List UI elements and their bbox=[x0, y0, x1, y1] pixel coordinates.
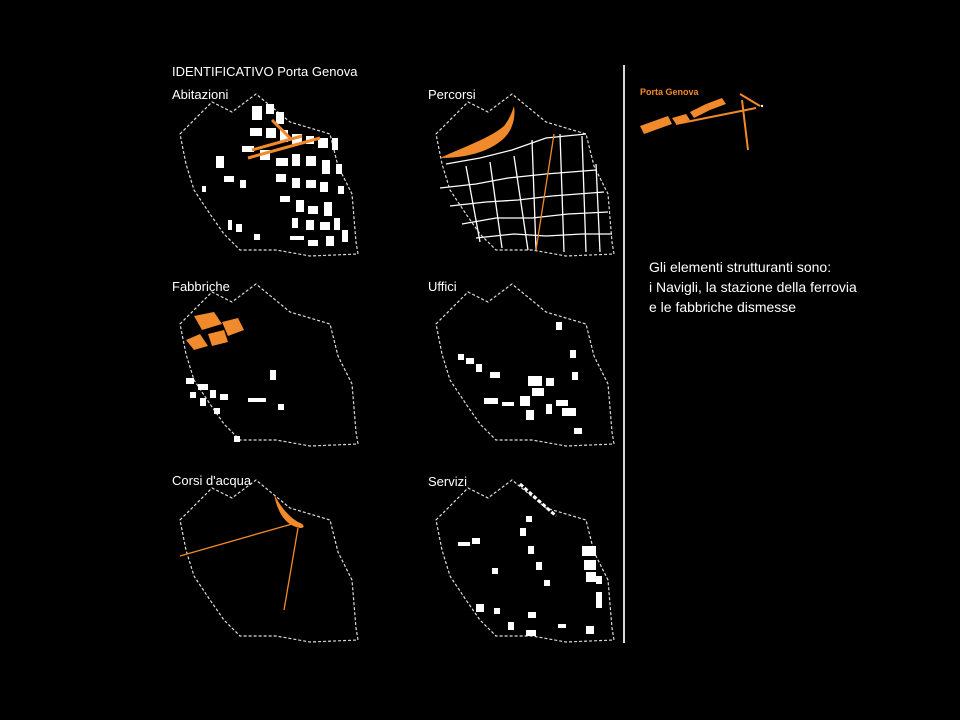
panel-label-abitazioni: Abitazioni bbox=[172, 87, 229, 102]
panel-label-uffici: Uffici bbox=[428, 279, 457, 294]
naviglio-shape bbox=[274, 494, 304, 528]
description-text: Gli elementi strutturanti sono: i Navigl… bbox=[649, 257, 949, 317]
factory-highlight bbox=[186, 312, 244, 350]
map-uffici bbox=[435, 283, 615, 447]
description-line-2: i Navigli, la stazione della ferrovia bbox=[649, 279, 857, 295]
panel-label-corsi-acqua: Corsi d'acqua bbox=[172, 473, 252, 488]
map-corsi-acqua bbox=[179, 479, 359, 643]
panel-label-servizi: Servizi bbox=[428, 474, 468, 489]
naviglio-highlight bbox=[440, 106, 515, 158]
map-servizi bbox=[435, 479, 615, 643]
housing-blocks bbox=[202, 104, 348, 246]
description-line-3: e le fabbriche dismesse bbox=[649, 299, 797, 315]
railway-service-line bbox=[519, 482, 557, 518]
panel-label-fabbriche: Fabbriche bbox=[172, 279, 230, 294]
service-blocks bbox=[458, 516, 602, 636]
map-abitazioni bbox=[179, 93, 359, 257]
legend-label: Porta Genova bbox=[640, 87, 699, 97]
street-network bbox=[439, 133, 612, 253]
railway-highlight bbox=[247, 118, 321, 160]
canal-line bbox=[535, 133, 555, 251]
map-fabbriche bbox=[179, 283, 359, 447]
legend-map bbox=[640, 93, 764, 151]
panel-label-percorsi: Percorsi bbox=[428, 87, 476, 102]
factory-blocks bbox=[186, 370, 284, 442]
description-line-1: Gli elementi strutturanti sono: bbox=[649, 259, 832, 275]
map-percorsi bbox=[435, 93, 615, 257]
page-title: IDENTIFICATIVO Porta Genova bbox=[172, 64, 358, 79]
vertical-divider bbox=[623, 65, 625, 643]
canal-lines bbox=[179, 523, 299, 611]
office-blocks bbox=[458, 322, 582, 434]
